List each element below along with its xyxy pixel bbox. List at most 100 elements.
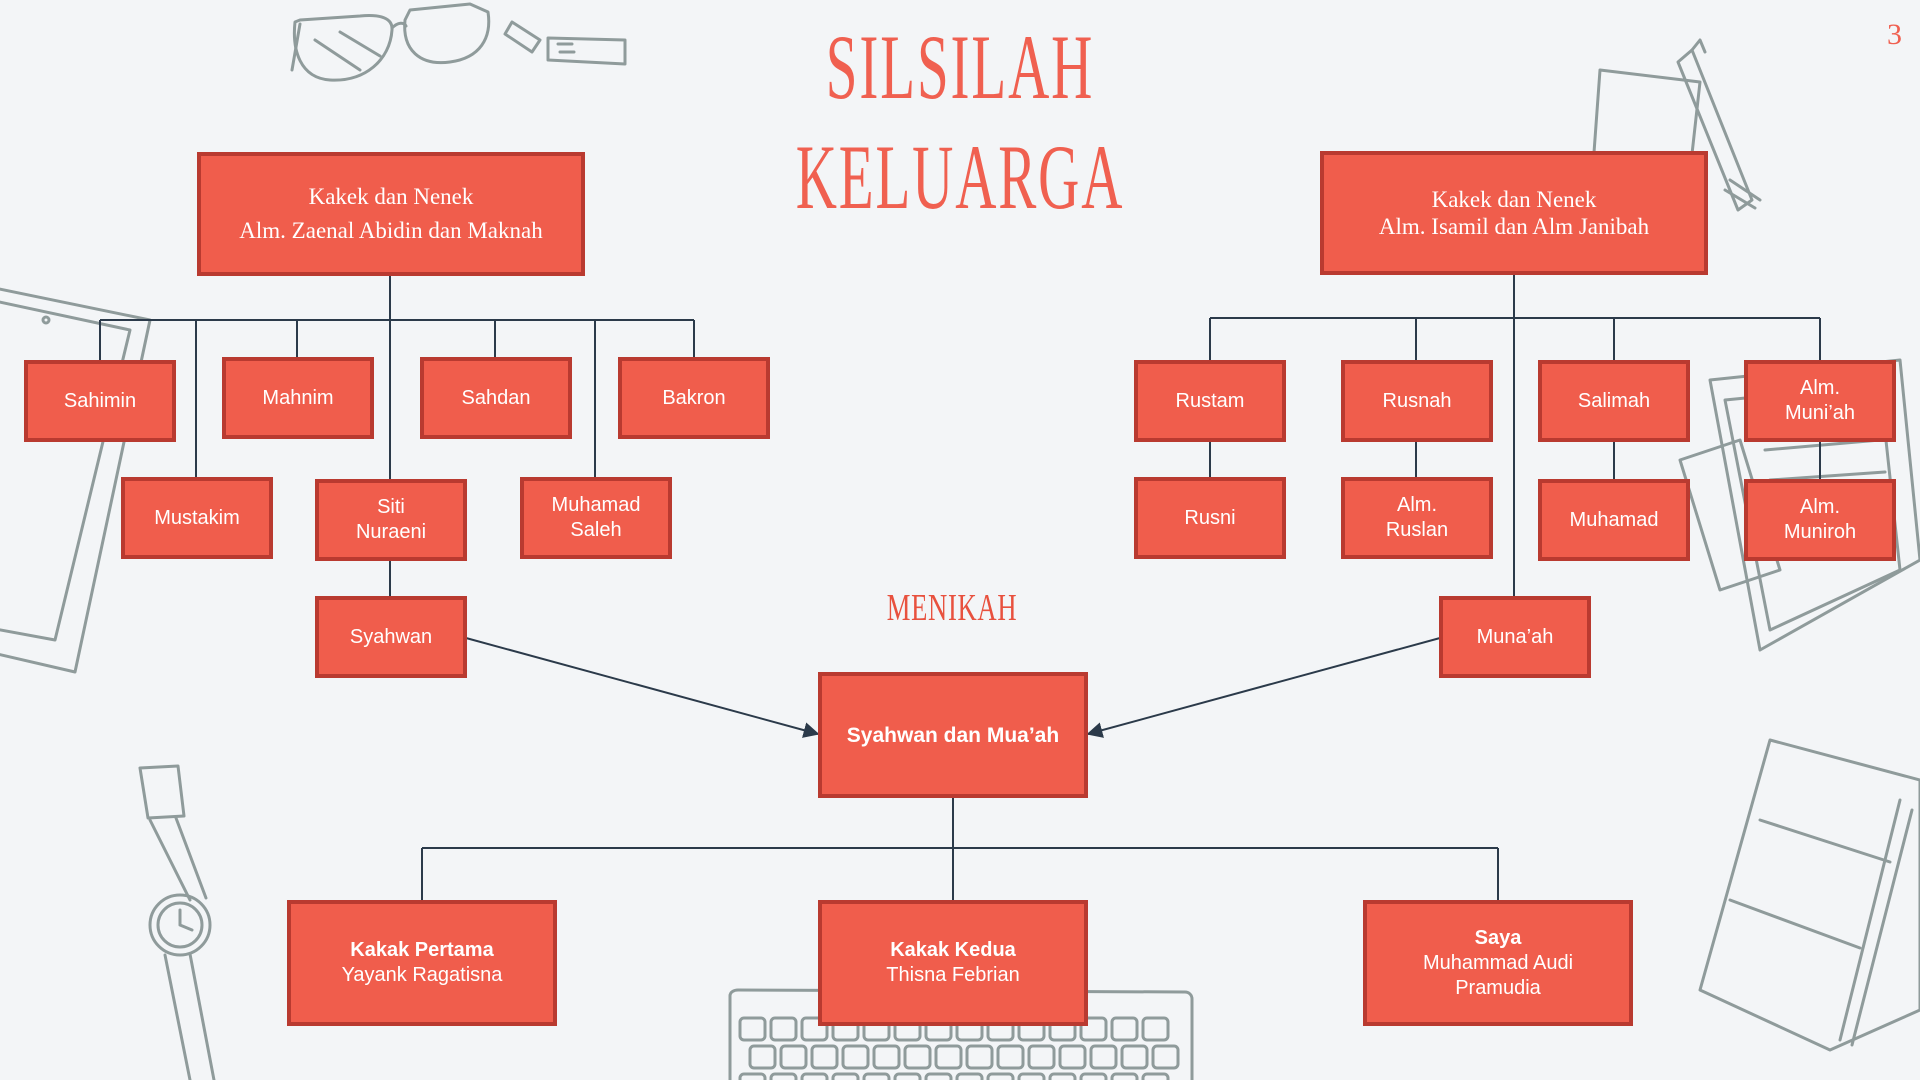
box-sahimin: Sahimin <box>24 360 176 442</box>
label-siti-line2: Nuraeni <box>355 521 427 543</box>
label-salimah: Salimah <box>1577 389 1651 412</box>
keyboard-key <box>1079 1016 1108 1042</box>
keyboard-key <box>738 1072 767 1080</box>
keyboard-key <box>1079 1072 1108 1080</box>
keyboard-key <box>769 1072 798 1080</box>
usb-drive-icon <box>503 20 627 66</box>
keyboard-key <box>862 1072 891 1080</box>
box-muniroh: Alm. Muniroh <box>1744 479 1896 561</box>
child-2-title: Kakak Kedua <box>890 939 1016 961</box>
keyboard-key <box>831 1072 860 1080</box>
keyboard-key <box>1151 1044 1180 1070</box>
keyboard-key <box>810 1044 839 1070</box>
keyboard-key <box>1110 1016 1139 1042</box>
label-muniroh-line1: Alm. <box>1800 496 1840 518</box>
paternal-grandparents-box: Kakek dan Nenek Alm. Zaenal Abidin dan M… <box>197 152 585 276</box>
box-munaah: Muna’ah <box>1439 596 1591 678</box>
glasses-icon <box>290 2 491 82</box>
child-3-title: Saya <box>1474 926 1522 949</box>
box-muhamad-saleh: Muhamad Saleh <box>520 477 672 559</box>
keyboard-key <box>872 1044 901 1070</box>
keyboard-key <box>903 1044 932 1070</box>
keyboard-key <box>924 1072 953 1080</box>
keyboard-key <box>1141 1072 1170 1080</box>
keyboard-key <box>769 1016 798 1042</box>
child-box-2: Kakak Kedua Thisna Febrian <box>818 900 1088 1026</box>
keyboard-key <box>779 1044 808 1070</box>
box-rustam: Rustam <box>1134 360 1286 442</box>
couple-label: Syahwan dan Mua’ah <box>846 723 1060 747</box>
keyboard-key <box>800 1016 829 1042</box>
wristwatch-icon <box>138 764 216 1080</box>
box-bakron: Bakron <box>618 357 770 439</box>
keyboard-key <box>955 1072 984 1080</box>
label-saleh-line2: Saleh <box>570 519 622 541</box>
label-bakron: Bakron <box>662 386 726 409</box>
box-mahnim: Mahnim <box>222 357 374 439</box>
child-3-name-line2: Pramudia <box>1455 976 1541 999</box>
label-muniroh-line2: Muniroh <box>1783 521 1857 543</box>
paternal-grandparents-line2: Alm. Zaenal Abidin dan Maknah <box>239 218 543 243</box>
keyboard-key <box>1027 1044 1056 1070</box>
box-ruslan: Alm. Ruslan <box>1341 477 1493 559</box>
keyboard-key <box>996 1044 1025 1070</box>
maternal-grandparents-line1: Kakek dan Nenek <box>1431 187 1597 212</box>
box-salimah: Salimah <box>1538 360 1690 442</box>
paternal-grandparents-line1: Kakek dan Nenek <box>308 184 474 209</box>
notebook-icon <box>1698 738 1920 1052</box>
child-1-name: Yayank Ragatisna <box>341 964 503 986</box>
label-muniah-line1: Alm. <box>1800 377 1840 399</box>
box-muhamad: Muhamad <box>1538 479 1690 561</box>
label-rusnah: Rusnah <box>1382 389 1452 412</box>
keyboard-key <box>1048 1072 1077 1080</box>
label-munaah: Muna’ah <box>1476 625 1554 648</box>
label-muhamad: Muhamad <box>1569 508 1659 531</box>
keyboard-key <box>1058 1044 1087 1070</box>
keyboard-key <box>1120 1044 1149 1070</box>
tablet-icon <box>0 287 152 674</box>
keyboard-key <box>1017 1072 1046 1080</box>
box-syahwan: Syahwan <box>315 596 467 678</box>
box-rusnah: Rusnah <box>1341 360 1493 442</box>
label-rusni: Rusni <box>1184 506 1236 529</box>
child-2-name: Thisna Febrian <box>886 964 1020 986</box>
page-title: SILSILAH KELUARGA <box>795 16 1125 228</box>
keyboard-key <box>738 1016 767 1042</box>
label-siti-line1: Siti <box>377 496 405 518</box>
keyboard-key <box>893 1072 922 1080</box>
keyboard-key <box>800 1072 829 1080</box>
label-mustakim: Mustakim <box>154 506 240 529</box>
page-number: 3 <box>1887 18 1902 51</box>
syahwan-arrow <box>465 637 820 738</box>
keyboard-key <box>1141 1016 1170 1042</box>
keyboard-key <box>986 1072 1015 1080</box>
label-sahdan: Sahdan <box>461 386 531 409</box>
box-siti-nuraeni: Siti Nuraeni <box>315 479 467 561</box>
label-rustam: Rustam <box>1175 389 1245 412</box>
keyboard-key <box>1089 1044 1118 1070</box>
maternal-grandparents-box: Kakek dan Nenek Alm. Isamil dan Alm Jani… <box>1320 151 1708 275</box>
label-syahwan: Syahwan <box>349 625 433 648</box>
label-mahnim: Mahnim <box>262 386 334 409</box>
keyboard-key <box>934 1044 963 1070</box>
maternal-grandparents-line2: Alm. Isamil dan Alm Janibah <box>1378 214 1650 239</box>
keyboard-key <box>965 1044 994 1070</box>
box-mustakim: Mustakim <box>121 477 273 559</box>
box-rusni: Rusni <box>1134 477 1286 559</box>
label-ruslan-line1: Alm. <box>1397 494 1437 516</box>
label-ruslan-line2: Ruslan <box>1385 519 1449 541</box>
keyboard-key <box>841 1044 870 1070</box>
label-muniah-line2: Muni’ah <box>1784 402 1856 424</box>
label-sahimin: Sahimin <box>63 389 137 412</box>
label-saleh-line1: Muhamad <box>551 494 641 516</box>
keyboard-key <box>748 1044 777 1070</box>
box-muniah: Alm. Muni’ah <box>1744 360 1896 442</box>
couple-box: Syahwan dan Mua’ah <box>818 672 1088 798</box>
keyboard-key <box>1110 1072 1139 1080</box>
munaah-arrow <box>1086 637 1441 738</box>
child-1-title: Kakak Pertama <box>350 939 494 961</box>
child-box-1: Kakak Pertama Yayank Ragatisna <box>287 900 557 1026</box>
child-box-3: Saya Muhammad Audi Pramudia <box>1363 900 1633 1026</box>
